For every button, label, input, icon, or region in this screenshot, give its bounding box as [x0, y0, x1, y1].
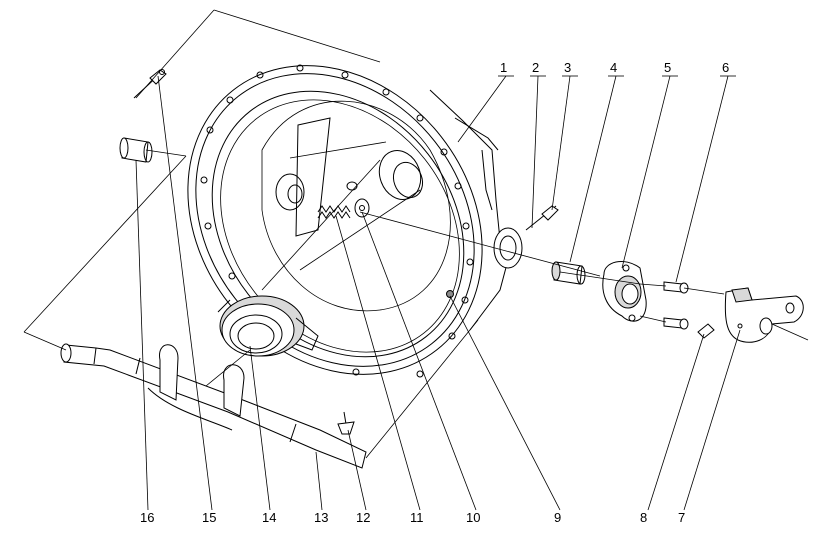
- callout-2: 2: [532, 60, 539, 75]
- callout-13: 13: [314, 510, 328, 525]
- release-lever: [724, 287, 804, 343]
- callout-5: 5: [664, 60, 671, 75]
- callout-6: 6: [722, 60, 729, 75]
- callout-8: 8: [640, 510, 647, 525]
- callout-14: 14: [262, 510, 276, 525]
- return-spring: [317, 181, 370, 219]
- assembly-lines: [23, 9, 809, 459]
- release-bearing: [217, 295, 319, 357]
- callout-16: 16: [140, 510, 154, 525]
- plug-icon: [446, 290, 454, 298]
- grease-nipple-right: [525, 205, 559, 231]
- clutch-housing: [187, 64, 523, 378]
- callout-labels: 1 2 3 4 5 6 7 8 9 10 11 12 13 14 15 16: [140, 60, 729, 525]
- release-shaft: [60, 343, 367, 469]
- callout-11: 11: [410, 510, 424, 525]
- set-screw: [697, 323, 715, 339]
- cover-plate: [602, 260, 647, 322]
- callout-12: 12: [356, 510, 370, 525]
- bolts: [663, 281, 689, 330]
- callout-15: 15: [202, 510, 216, 525]
- callout-4: 4: [610, 60, 617, 75]
- callout-10: 10: [466, 510, 480, 525]
- grease-nipple-upper: [133, 69, 167, 99]
- callout-7: 7: [678, 510, 685, 525]
- key-pin: [337, 411, 355, 435]
- callout-3: 3: [564, 60, 571, 75]
- leader-lines: [135, 75, 741, 511]
- bushing-upper: [119, 137, 153, 163]
- callout-9: 9: [554, 510, 561, 525]
- callout-1: 1: [500, 60, 507, 75]
